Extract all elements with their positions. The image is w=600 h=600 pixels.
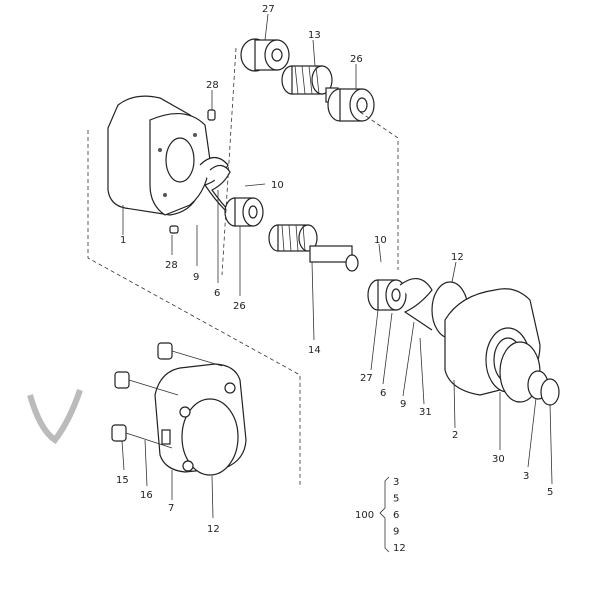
callout-c6a: 6 bbox=[214, 288, 220, 299]
bushing-top-part bbox=[240, 38, 290, 72]
bushing-26-middle-part bbox=[224, 197, 264, 227]
callout-c27a: 27 bbox=[262, 4, 275, 15]
callout-c6b: 6 bbox=[380, 388, 386, 399]
callout-c30: 30 bbox=[492, 454, 505, 465]
callout-c10a: 10 bbox=[271, 180, 284, 191]
dowel-pin-lower bbox=[169, 225, 179, 234]
bolts-part bbox=[111, 342, 223, 449]
callout-c31: 31 bbox=[419, 407, 432, 418]
callout-c2: 2 bbox=[452, 430, 458, 441]
callout-c9b: 9 bbox=[400, 399, 406, 410]
drive-shaft-part bbox=[268, 224, 359, 272]
callout-c15: 15 bbox=[116, 475, 129, 486]
seal-ring-left-2 bbox=[209, 164, 231, 213]
seal-ring-right bbox=[399, 278, 433, 331]
callout-c12b: 12 bbox=[207, 524, 220, 535]
callout-c10b: 10 bbox=[374, 235, 387, 246]
front-cover-part bbox=[154, 363, 247, 476]
callout-c28b: 28 bbox=[165, 260, 178, 271]
pump-body-part bbox=[107, 95, 211, 216]
callout-c14: 14 bbox=[308, 345, 321, 356]
ring-5-part bbox=[540, 378, 560, 406]
callout-c28a: 28 bbox=[206, 80, 219, 91]
kit-item: 5 bbox=[393, 494, 399, 505]
kit-item-list: 3 5 6 9 12 bbox=[393, 477, 406, 554]
callout-c3: 3 bbox=[523, 471, 529, 482]
bushing-26-top-part bbox=[327, 88, 375, 122]
sketch-mark bbox=[27, 389, 83, 445]
callout-c9a: 9 bbox=[193, 272, 199, 283]
dowel-pin-upper bbox=[207, 109, 216, 121]
kit-item: 12 bbox=[393, 543, 406, 554]
callout-c1: 1 bbox=[120, 235, 126, 246]
kit-item: 6 bbox=[393, 510, 399, 521]
bushing-27-lower-part bbox=[367, 279, 407, 311]
leader-lines bbox=[87, 13, 553, 519]
callout-c26a: 26 bbox=[350, 54, 363, 65]
callout-c13: 13 bbox=[308, 30, 321, 41]
callout-c12a: 12 bbox=[451, 252, 464, 263]
callout-c5: 5 bbox=[547, 487, 553, 498]
callout-layer: 2713262810128962614101227693123035151671… bbox=[116, 4, 553, 535]
callout-c16: 16 bbox=[140, 490, 153, 501]
drive-gear-part bbox=[281, 65, 339, 103]
callout-c26b: 26 bbox=[233, 301, 246, 312]
kit-item: 3 bbox=[393, 477, 399, 488]
kit-bracket bbox=[379, 476, 390, 553]
callout-c27b: 27 bbox=[360, 373, 373, 384]
callout-c7: 7 bbox=[168, 503, 174, 514]
kit-item: 9 bbox=[393, 527, 399, 538]
kit-label: 100 bbox=[355, 510, 374, 521]
